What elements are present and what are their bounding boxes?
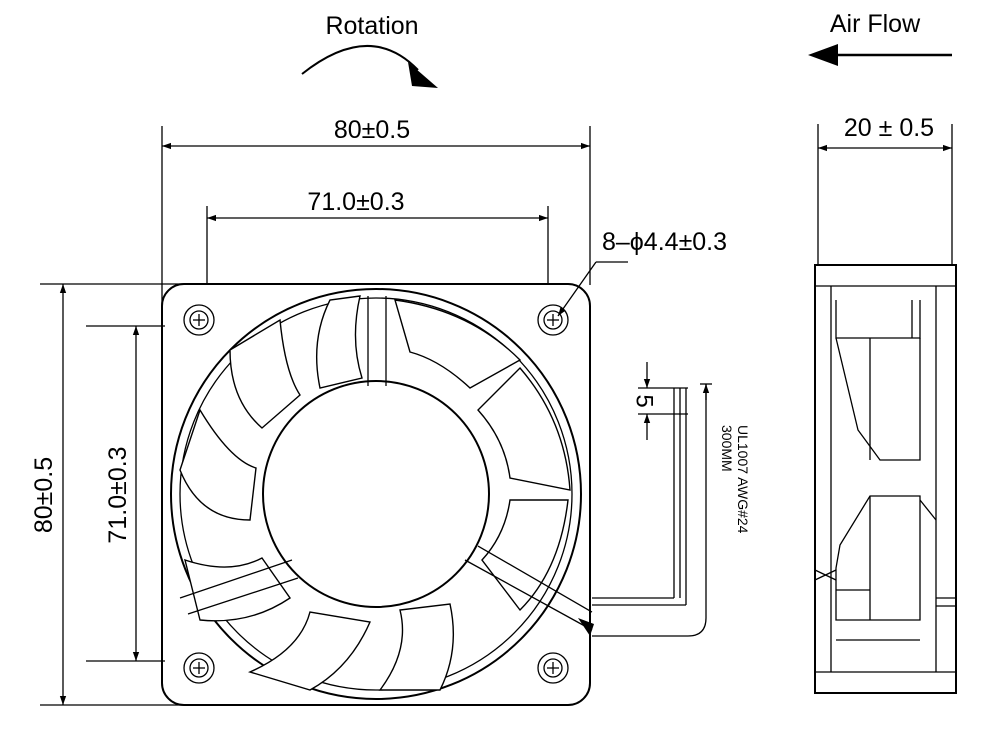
fan-side-view: 20 ± 0.5 — [814, 114, 957, 694]
fan-blades — [179, 295, 571, 691]
wire-spec-label: UL1007 AWG#24 — [735, 425, 751, 534]
width-holes-label: 71.0±0.3 — [307, 188, 404, 216]
mounting-hole-icon — [537, 304, 569, 336]
left-dimensions: 80±0.5 71.0±0.3 — [30, 283, 200, 706]
mounting-hole-icon — [183, 652, 215, 684]
height-holes-label: 71.0±0.3 — [104, 446, 132, 543]
side-frame-outline — [814, 264, 957, 694]
top-dimensions: 80±0.5 71.0±0.3 — [161, 116, 591, 326]
rotation-arrow-head — [408, 62, 438, 88]
hole-spec-callout: 8–ϕ4.4±0.3 — [557, 228, 727, 317]
hole-spec-label: 8–ϕ4.4±0.3 — [602, 228, 727, 256]
mounting-hole-icon — [537, 652, 569, 684]
height-overall-label: 80±0.5 — [30, 457, 58, 533]
fan-shroud-circle — [170, 288, 582, 700]
air-flow-label: Air Flow — [830, 10, 921, 38]
lead-strip-label: 5 — [631, 394, 658, 407]
wire-length-label: 300MM — [719, 425, 735, 472]
rotation-label: Rotation — [325, 12, 418, 40]
fan-frame-outline — [161, 283, 591, 706]
fan-front-view — [161, 283, 594, 706]
air-flow-indicator: Air Flow — [808, 10, 952, 66]
rotation-indicator: Rotation — [301, 12, 438, 88]
depth-label: 20 ± 0.5 — [844, 114, 934, 142]
lead-wire: 5 UL1007 AWG#24 300MM — [592, 362, 751, 637]
width-overall-label: 80±0.5 — [334, 116, 410, 144]
air-flow-arrow-head — [808, 44, 838, 66]
rotation-arrow-icon — [301, 45, 419, 75]
mounting-hole-icon — [183, 304, 215, 336]
fan-hub — [262, 380, 490, 608]
